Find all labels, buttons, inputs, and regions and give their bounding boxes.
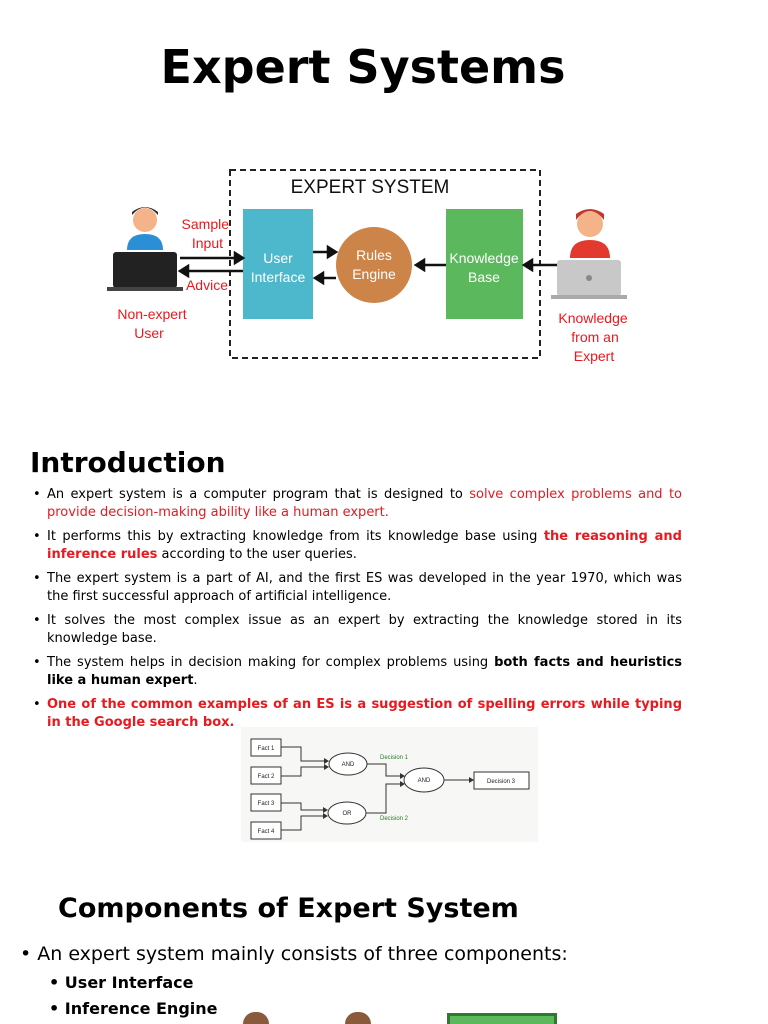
expert-label-1: Knowledge <box>558 310 627 326</box>
expert-label-3: Expert <box>574 348 615 364</box>
rules-label-1: Rules <box>356 247 392 263</box>
components-list: User Interface Inference Engine <box>49 970 218 1022</box>
and-label: AND <box>342 762 355 768</box>
decision-label: Decision 2 <box>380 816 409 822</box>
kb-label-2: Base <box>468 269 500 285</box>
system-heading: EXPERT SYSTEM <box>291 177 450 198</box>
components-heading: Components of Expert System <box>58 893 519 924</box>
intro-bullet: It solves the most complex issue as an e… <box>32 612 682 647</box>
ui-label-1: User <box>263 250 293 266</box>
decision-label: Decision 3 <box>487 779 516 785</box>
intro-bullet-text: The expert system is a part of AI, and t… <box>47 571 682 604</box>
intro-bullet: An expert system is a computer program t… <box>32 486 682 521</box>
expert-label-2: from an <box>571 329 618 345</box>
person-head-icon <box>345 1012 371 1024</box>
fact-label: Fact 1 <box>258 746 275 752</box>
rules-label-2: Engine <box>352 266 396 282</box>
component-item: Inference Engine <box>49 996 218 1022</box>
intro-bullet: The system helps in decision making for … <box>32 654 682 689</box>
sample-label-2: Input <box>192 235 223 251</box>
intro-bullet-text: The system helps in decision making for … <box>47 655 495 670</box>
knowledge-base-box <box>446 209 523 319</box>
non-expert-label-1: Non-expert <box>117 306 186 322</box>
expert-laptop-icon <box>551 209 627 299</box>
user-interface-box <box>243 209 313 319</box>
components-lead: • An expert system mainly consists of th… <box>20 943 568 965</box>
and-label: AND <box>418 778 431 784</box>
intro-bullet-text: according to the user queries. <box>157 546 357 562</box>
intro-bullet: One of the common examples of an ES is a… <box>32 696 682 731</box>
kb-label-1: Knowledge <box>449 250 518 266</box>
advice-label: Advice <box>186 277 228 293</box>
intro-bullet-text: . <box>193 672 198 688</box>
introduction-heading: Introduction <box>30 446 226 479</box>
page-title: Expert Systems <box>160 40 566 94</box>
sample-label-1: Sample <box>182 216 230 232</box>
intro-bullet-text: the reasoning and inference rules <box>47 529 682 562</box>
decision-flow-diagram: Fact 1 Fact 2 Fact 3 Fact 4 AND OR AND D… <box>241 727 538 842</box>
knowledge-box-icon <box>447 1013 557 1024</box>
or-label: OR <box>343 811 353 817</box>
fact-label: Fact 4 <box>258 829 275 835</box>
intro-bullet-text: solve complex problems and to provide de… <box>47 487 682 520</box>
decision-box <box>473 771 530 790</box>
expert-system-diagram: EXPERT SYSTEM Sample Input Advice Non-ex… <box>107 169 628 364</box>
intro-bullet: The expert system is a part of AI, and t… <box>32 570 682 605</box>
person-laptop-icon <box>107 207 183 291</box>
component-item: User Interface <box>49 970 218 996</box>
intro-bullet: It performs this by extracting knowledge… <box>32 528 682 563</box>
components-lead-text: An expert system mainly consists of thre… <box>37 943 568 965</box>
intro-bullet-text: It performs this by extracting knowledge… <box>47 529 544 544</box>
ui-label-2: Interface <box>251 269 306 285</box>
decision-label: Decision 1 <box>380 755 409 761</box>
non-expert-label-2: User <box>134 325 164 341</box>
introduction-bullets: An expert system is a computer program t… <box>32 486 682 738</box>
intro-bullet-text: both facts and heuristics like a human e… <box>47 655 683 688</box>
intro-bullet-text: One of the common examples of an ES is a… <box>47 697 682 730</box>
intro-bullet-text: It solves the most complex issue as an e… <box>47 613 682 646</box>
person-head-icon <box>243 1012 269 1024</box>
fact-label: Fact 2 <box>258 774 275 780</box>
rules-engine-circle <box>336 227 412 303</box>
fact-label: Fact 3 <box>258 801 275 807</box>
intro-bullet-text: An expert system is a computer program t… <box>47 487 470 502</box>
